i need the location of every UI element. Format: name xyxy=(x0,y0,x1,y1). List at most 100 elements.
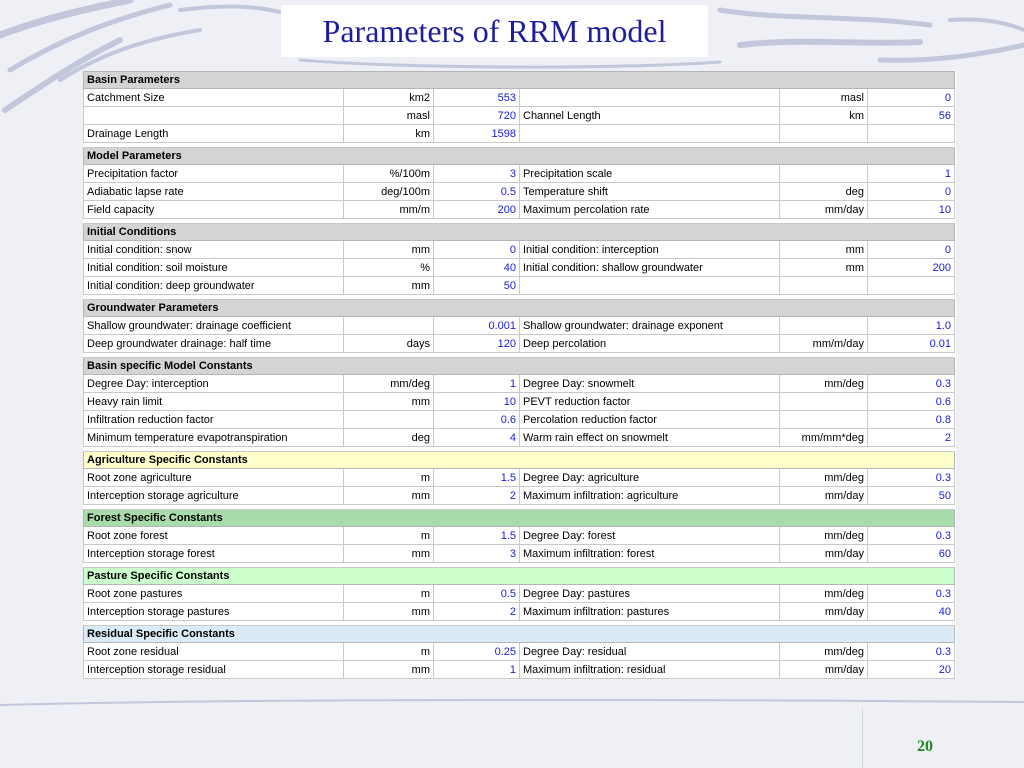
cell-right-unit: mm/deg xyxy=(779,584,868,603)
cell-left-value: 3 xyxy=(433,544,520,563)
cell-right-value: 56 xyxy=(866,106,956,125)
cell-left-value: 0.5 xyxy=(433,584,520,603)
cell-left-value: 0 xyxy=(433,240,520,259)
cell-left-label: Adiabatic lapse rate xyxy=(83,182,344,201)
page-number: 20 xyxy=(917,738,933,755)
cell-right-label: Degree Day: pastures xyxy=(519,584,780,603)
cell-right-value: 1 xyxy=(866,164,956,183)
cell-right-label: Shallow groundwater: drainage exponent xyxy=(519,316,780,335)
cell-left-value: 1 xyxy=(433,374,520,393)
cell-left-label: Field capacity xyxy=(83,200,344,219)
cell-right-label: Maximum infiltration: residual xyxy=(519,660,780,679)
cell-left-label: Initial condition: snow xyxy=(83,240,344,259)
cell-left-value: 40 xyxy=(433,258,520,277)
cell-right-value: 20 xyxy=(866,660,956,679)
section-header-row: Model Parameters xyxy=(82,147,956,165)
section-header-row: Basin Parameters xyxy=(82,71,956,89)
section-header-row: Residual Specific Constants xyxy=(82,625,956,643)
cell-right-label: Warm rain effect on snowmelt xyxy=(519,428,780,447)
cell-right-value: 0.3 xyxy=(866,374,956,393)
cell-right-unit: mm/day xyxy=(779,660,868,679)
cell-left-label: Interception storage residual xyxy=(83,660,344,679)
cell-right-unit: mm/day xyxy=(779,544,868,563)
section-header-row: Groundwater Parameters xyxy=(82,299,956,317)
cell-right-label: Maximum infiltration: pastures xyxy=(519,602,780,621)
cell-left-unit: mm xyxy=(343,660,434,679)
cell-right-value: 0.01 xyxy=(866,334,956,353)
cell-left-label: Interception storage pastures xyxy=(83,602,344,621)
cell-left-unit: mm/m xyxy=(343,200,434,219)
cell-left-unit: mm xyxy=(343,276,434,295)
section-header: Residual Specific Constants xyxy=(82,625,956,643)
cell-right-unit: mm/m/day xyxy=(779,334,868,353)
cell-left-unit: masl xyxy=(343,106,434,125)
cell-left-label: Drainage Length xyxy=(83,124,344,143)
cell-left-label: Infiltration reduction factor xyxy=(83,410,344,429)
cell-right-value: 0.3 xyxy=(866,584,956,603)
cell-right-unit xyxy=(779,410,868,429)
section-header-row: Initial Conditions xyxy=(82,223,956,241)
cell-right-unit: mm/mm*deg xyxy=(779,428,868,447)
cell-right-unit: mm/day xyxy=(779,200,868,219)
cell-right-value xyxy=(866,124,956,143)
cell-left-label: Shallow groundwater: drainage coefficien… xyxy=(83,316,344,335)
cell-left-value: 0.6 xyxy=(433,410,520,429)
footer-divider xyxy=(862,708,863,768)
cell-right-unit xyxy=(779,276,868,295)
cell-right-value: 50 xyxy=(866,486,956,505)
cell-right-label: Temperature shift xyxy=(519,182,780,201)
cell-right-unit: mm/deg xyxy=(779,468,868,487)
cell-left-value: 720 xyxy=(433,106,520,125)
cell-right-label: Percolation reduction factor xyxy=(519,410,780,429)
section-header: Agriculture Specific Constants xyxy=(82,451,956,469)
cell-left-label xyxy=(83,106,344,125)
cell-right-label xyxy=(519,88,780,107)
cell-left-label: Degree Day: interception xyxy=(83,374,344,393)
cell-left-value: 2 xyxy=(433,602,520,621)
cell-left-unit: m xyxy=(343,526,434,545)
cell-left-value: 1.5 xyxy=(433,526,520,545)
section-header: Basin Parameters xyxy=(82,71,956,89)
cell-right-unit: deg xyxy=(779,182,868,201)
section-header-row: Forest Specific Constants xyxy=(82,509,956,527)
slide-title: Parameters of RRM model xyxy=(281,5,708,57)
cell-right-value xyxy=(866,276,956,295)
cell-left-unit: km xyxy=(343,124,434,143)
cell-right-label: PEVT reduction factor xyxy=(519,392,780,411)
section-header: Pasture Specific Constants xyxy=(82,567,956,585)
cell-right-label xyxy=(519,124,780,143)
cell-right-value: 40 xyxy=(866,602,956,621)
cell-right-unit: mm xyxy=(779,240,868,259)
section-header: Basin specific Model Constants xyxy=(82,357,956,375)
cell-left-unit: mm xyxy=(343,240,434,259)
cell-right-value: 0.3 xyxy=(866,642,956,661)
table-row: Shallow groundwater: drainage coefficien… xyxy=(83,316,956,335)
cell-left-label: Root zone forest xyxy=(83,526,344,545)
cell-left-value: 4 xyxy=(433,428,520,447)
cell-right-unit: masl xyxy=(779,88,868,107)
cell-right-label: Channel Length xyxy=(519,106,780,125)
cell-right-value: 60 xyxy=(866,544,956,563)
cell-right-label: Degree Day: agriculture xyxy=(519,468,780,487)
cell-left-value: 50 xyxy=(433,276,520,295)
cell-right-unit xyxy=(779,392,868,411)
cell-left-unit: km2 xyxy=(343,88,434,107)
cell-right-unit: km xyxy=(779,106,868,125)
cell-right-value: 200 xyxy=(866,258,956,277)
cell-right-label: Degree Day: residual xyxy=(519,642,780,661)
cell-right-value: 0 xyxy=(866,240,956,259)
